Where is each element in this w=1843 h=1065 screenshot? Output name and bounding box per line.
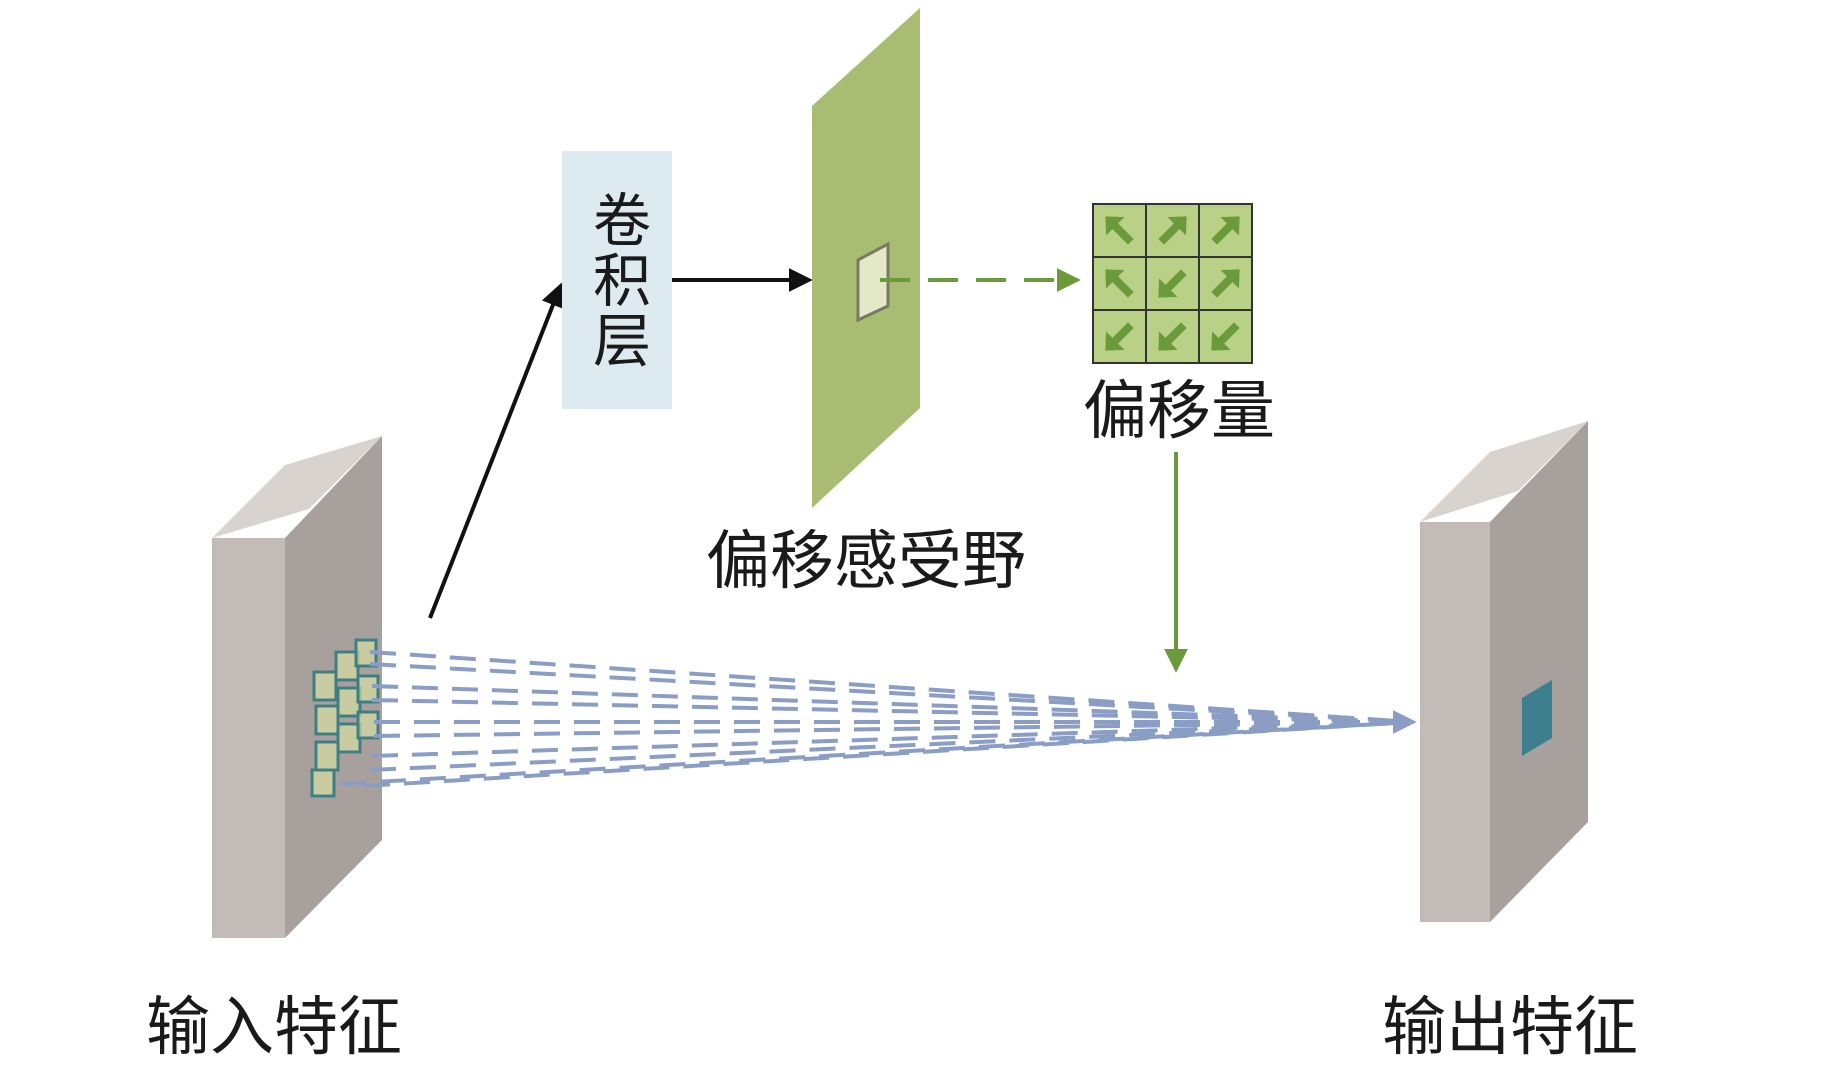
offset-arrow [1105,269,1134,298]
offset-arrow [1105,322,1134,351]
output-slab-front [1420,522,1490,922]
offset-grid-cell [1198,309,1253,364]
offset-arrow [1211,216,1240,245]
sampling-line [371,684,1413,724]
output-slab-side [1490,421,1588,922]
offset-arrow [1158,322,1187,351]
sampling-line [339,720,1413,786]
input-feature-slab [212,436,382,938]
offset-receptive-field-label: 偏移感受野 [706,525,1026,599]
sampling-line [373,720,1413,738]
output-patch [1522,680,1552,756]
offset-arrow [1158,269,1187,298]
offset-label: 偏移量 [1083,375,1275,449]
input-to-conv-arrow [428,282,565,619]
sampling-line [369,650,1413,724]
offset-arrow [1211,269,1240,298]
sampling-line [369,662,1413,724]
output-feature-slab [1420,421,1588,922]
offset-receptive-field-plane [812,8,920,508]
offset-arrow [1158,216,1187,245]
sampling-line [371,720,1413,758]
sampling-line [363,720,1413,788]
receptive-field-patch [856,241,890,323]
output-slab-top [1420,421,1588,522]
input-slab-front [212,538,285,938]
offset-grid [1092,203,1253,364]
conv-layer-label: 卷积层 [583,190,651,370]
offset-arrow [1211,322,1240,351]
conv-layer-box: 卷积层 [562,151,672,409]
input-feature-label: 输入特征 [146,991,402,1065]
sampling-line [371,698,1413,724]
sampling-lines [339,650,1417,788]
input-slab-top [212,436,382,538]
sampling-line [369,720,1413,772]
output-feature-label: 输出特征 [1382,991,1638,1065]
offset-arrow [1105,216,1134,245]
